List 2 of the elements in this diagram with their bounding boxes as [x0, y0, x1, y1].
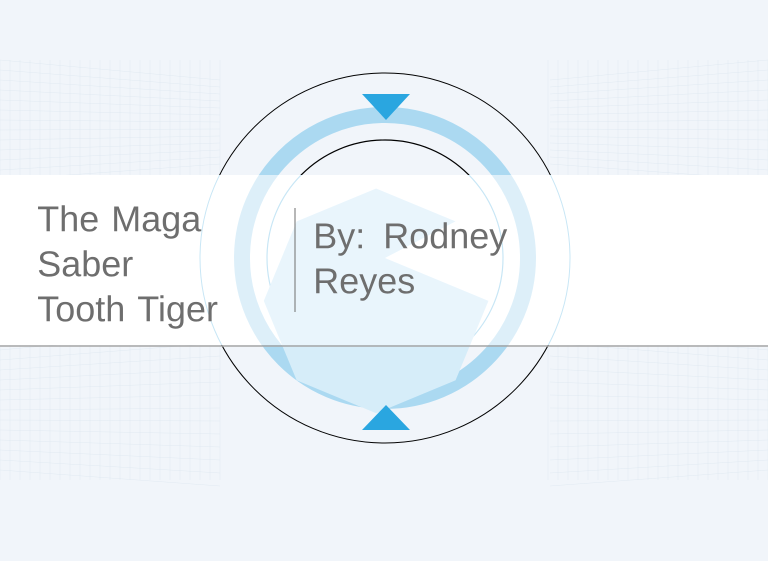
- title: The Maga Saber Tooth Tiger: [38, 205, 218, 329]
- author-text: By: Rodney Reyes: [316, 222, 508, 301]
